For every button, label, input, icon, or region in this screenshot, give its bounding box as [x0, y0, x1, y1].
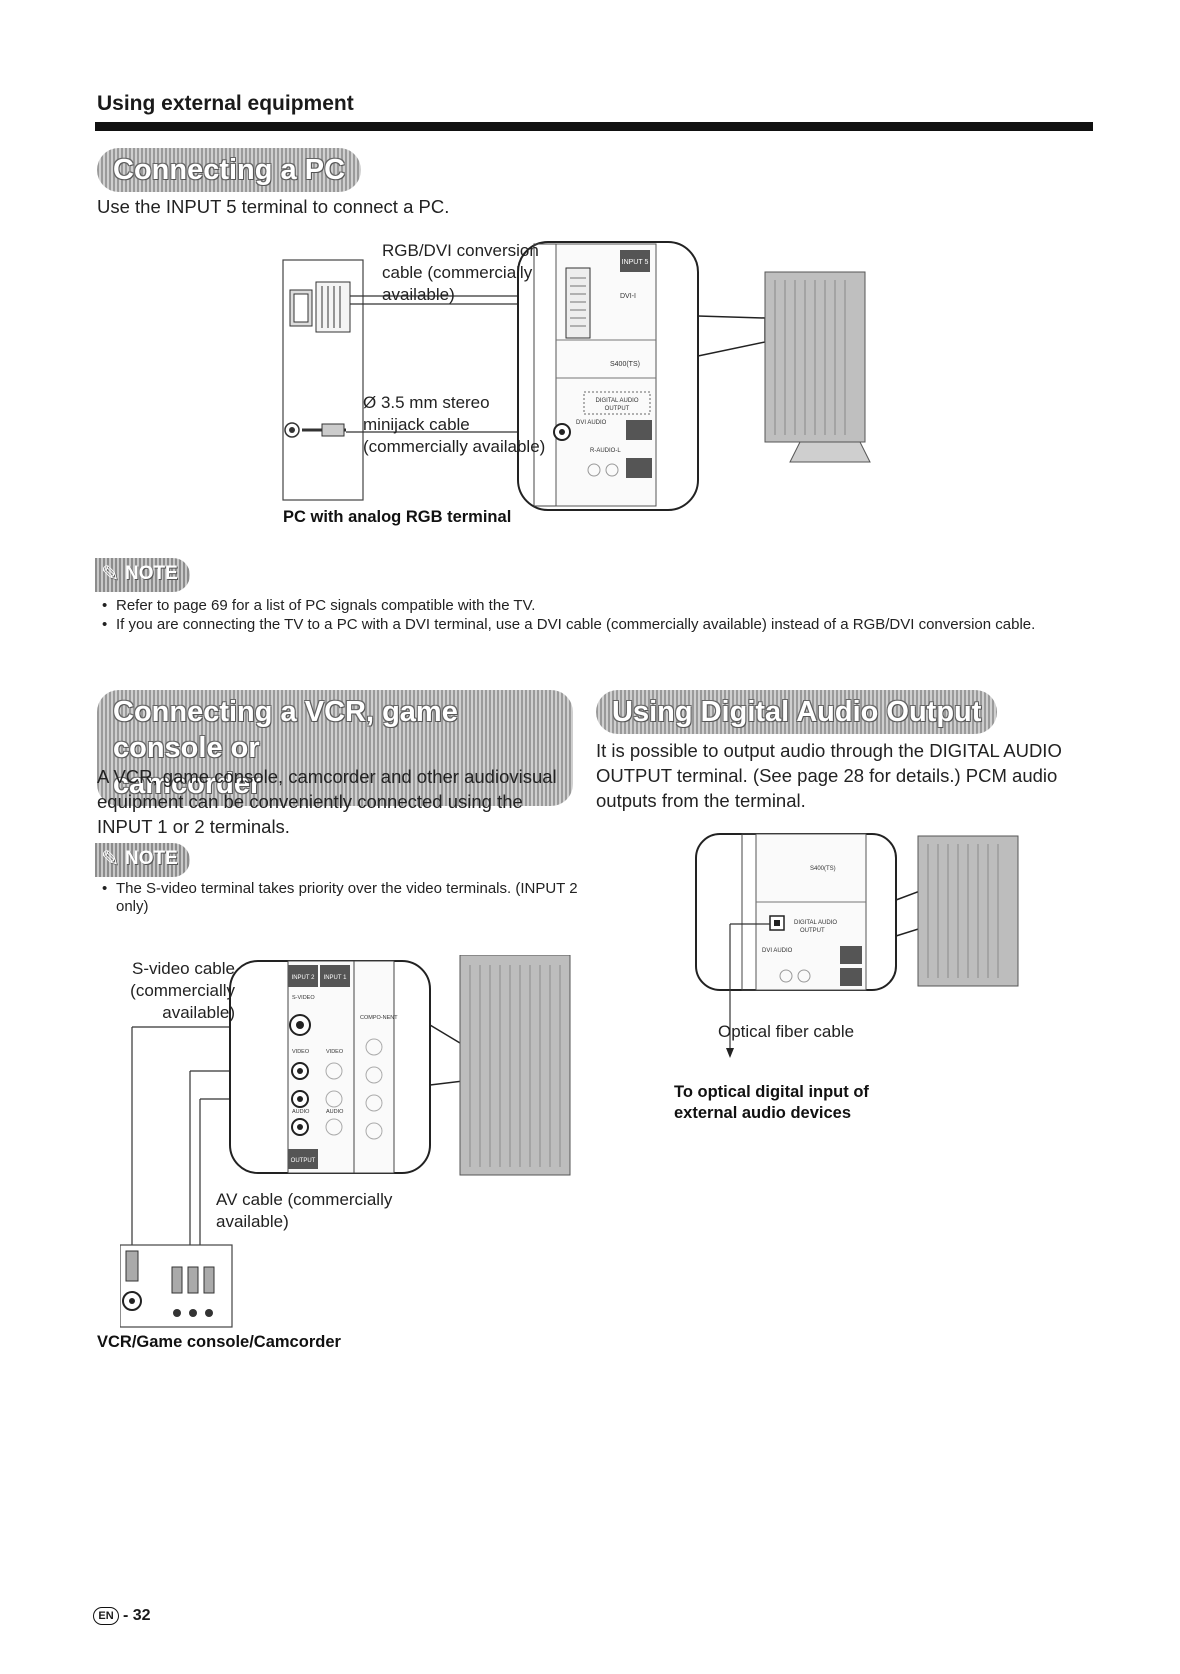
svg-text:S-VIDEO: S-VIDEO	[292, 995, 315, 1001]
title-rule	[95, 122, 1093, 131]
vcr-note-badge: ✎ NOTE	[95, 843, 190, 877]
vcr-note-item: The S-video terminal takes priority over…	[102, 880, 580, 916]
pc-device-caption: PC with analog RGB terminal	[283, 508, 512, 526]
svg-text:R-AUDIO-L: R-AUDIO-L	[590, 448, 621, 454]
vcr-section-banner: Connecting a VCR, game console or camcor…	[97, 690, 573, 806]
vcr-banner-line-2: camcorder	[113, 768, 262, 800]
audio-cable-label-1: Ø 3.5 mm stereo	[363, 393, 490, 412]
rgb-cable-label-3: available)	[382, 285, 455, 304]
vcr-banner-line-1: Connecting a VCR, game console or	[113, 696, 458, 764]
pc-note-item: Refer to page 69 for a list of PC signal…	[102, 597, 1092, 615]
pc-note-badge: ✎ NOTE	[95, 558, 190, 592]
note-label: NOTE	[125, 563, 178, 584]
pc-intro-text: Use the INPUT 5 terminal to connect a PC…	[97, 196, 450, 217]
svideo-label-2: (commercially	[130, 981, 235, 1000]
digital-section-banner: Using Digital Audio Output	[596, 690, 998, 734]
vcr-device-caption: VCR/Game console/Camcorder	[97, 1333, 341, 1351]
digital-audio-diagram: S400(TS) DIGITAL AUDIO OUTPUT DVI AUDIO	[695, 833, 1019, 1058]
svg-text:AUDIO: AUDIO	[326, 1109, 344, 1115]
vcr-connection-diagram: INPUT 2 INPUT 1 S-VIDEO COMPO-NENT VIDEO…	[120, 955, 571, 1328]
pc-notes-list: Refer to page 69 for a list of PC signal…	[102, 597, 1092, 635]
page-footer: EN - 32	[93, 1607, 151, 1625]
svideo-label-3: available)	[162, 1003, 235, 1022]
audio-cable-label-2: minijack cable	[363, 415, 470, 434]
av-cable-label-1: AV cable (commercially	[216, 1190, 393, 1209]
vcr-notes-list: The S-video terminal takes priority over…	[102, 880, 580, 917]
check-icon: ✎	[101, 846, 120, 871]
svg-text:OUTPUT: OUTPUT	[800, 928, 825, 934]
pc-section-banner: Connecting a PC	[97, 148, 362, 192]
pc-note-item: If you are connecting the TV to a PC wit…	[102, 616, 1092, 634]
svg-text:OUTPUT: OUTPUT	[291, 1158, 316, 1164]
check-icon: ✎	[101, 561, 120, 586]
optical-fiber-label: Optical fiber cable	[718, 1022, 855, 1041]
page-number: - 32	[123, 1607, 151, 1624]
svg-text:DVI-I: DVI-I	[620, 293, 636, 300]
svg-text:DIGITAL AUDIO: DIGITAL AUDIO	[794, 920, 837, 926]
svg-text:INPUT 5: INPUT 5	[622, 259, 649, 266]
svg-text:S400(TS): S400(TS)	[610, 361, 640, 368]
svg-text:DIGITAL AUDIO: DIGITAL AUDIO	[595, 398, 638, 404]
svg-text:INPUT 2: INPUT 2	[292, 975, 316, 981]
rgb-cable-label-1: RGB/DVI conversion	[382, 241, 539, 260]
svg-text:AUDIO: AUDIO	[292, 1109, 310, 1115]
svg-text:OUTPUT: OUTPUT	[605, 406, 630, 412]
svg-text:COMPO-NENT: COMPO-NENT	[360, 1015, 398, 1021]
svideo-label-1: S-video cable	[131, 959, 235, 978]
pc-connection-diagram: INPUT 5 DVI-I S400(TS) DIGITAL AUDIO OUT…	[282, 241, 871, 511]
svg-text:S400(TS): S400(TS)	[810, 866, 836, 872]
rgb-cable-label-2: cable (commercially	[382, 263, 533, 282]
svg-text:DVI AUDIO: DVI AUDIO	[762, 948, 793, 954]
svg-text:DVI AUDIO: DVI AUDIO	[576, 420, 607, 426]
av-cable-label-2: available)	[216, 1212, 289, 1231]
section-title: Using external equipment	[97, 92, 354, 115]
svg-text:INPUT 1: INPUT 1	[324, 975, 348, 981]
digital-intro-text: It is possible to output audio through t…	[596, 740, 1062, 811]
svg-text:VIDEO: VIDEO	[326, 1049, 344, 1055]
audio-cable-label-3: (commercially available)	[363, 437, 546, 456]
svg-text:VIDEO: VIDEO	[292, 1049, 310, 1055]
vcr-intro-text: A VCR, game console, camcorder and other…	[97, 766, 557, 837]
language-badge: EN	[93, 1607, 119, 1625]
destination-label-2: external audio devices	[674, 1104, 851, 1122]
note-label: NOTE	[125, 848, 178, 869]
destination-label-1: To optical digital input of	[674, 1083, 869, 1101]
